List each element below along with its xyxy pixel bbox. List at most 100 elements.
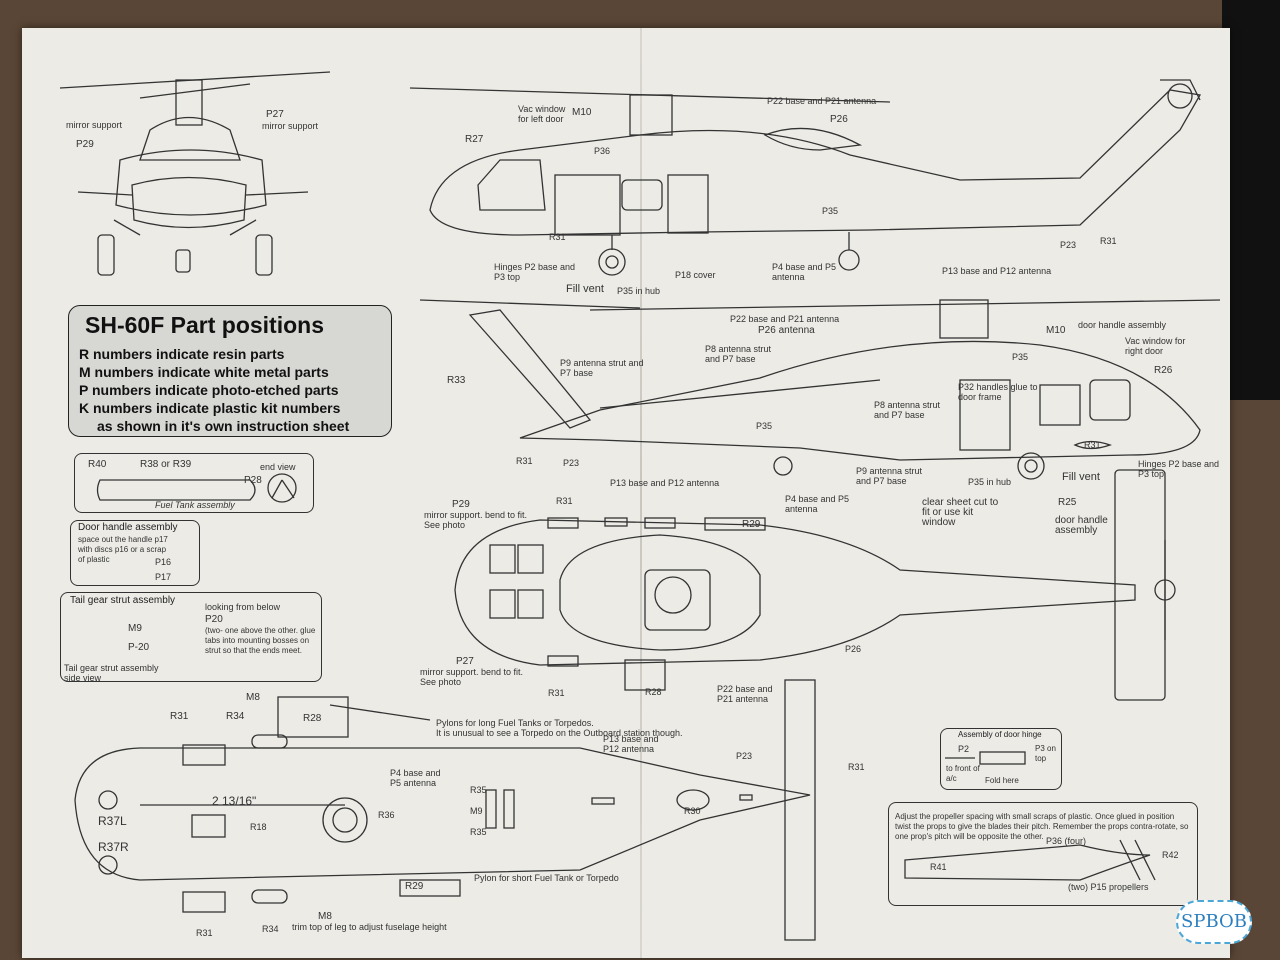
label-p8: P8 antenna strut and P7 base <box>705 344 772 364</box>
dark-background-object <box>1222 0 1280 400</box>
label-hinge-front: to front of a/c <box>946 764 980 783</box>
label-p4-bottom: P4 base and P5 antenna <box>390 768 441 788</box>
label-p29: P29 <box>76 139 94 150</box>
label-hinges-left: Hinges P2 base and P3 top <box>494 262 576 282</box>
legend-title: SH-60F Part positions <box>85 312 324 338</box>
label-pylon-short: Pylon for short Fuel Tank or Torpedo <box>474 873 619 883</box>
label-r31-bottom-view: R31 <box>170 711 189 722</box>
label-r31-left: R31 <box>549 232 566 242</box>
label-r31-right-gear: R31 <box>1084 440 1101 450</box>
label-r29-bottom: R29 <box>405 881 424 892</box>
label-p18: P18 cover <box>675 270 716 280</box>
label-r31-right: R31 <box>516 456 533 466</box>
label-hinge-p3: P3 on top <box>1035 744 1056 763</box>
label-p29-text: mirror support. bend to fit. See photo <box>424 510 528 530</box>
door-hinge-drawing <box>945 751 1026 765</box>
legend-line-r: R numbers indicate resin parts <box>79 346 285 362</box>
label-p36-four: P36 (four) <box>1046 836 1087 846</box>
door-handle-title: Door handle assembly <box>78 522 178 533</box>
label-fill-vent-left: Fill vent <box>566 283 604 295</box>
label-mirror-support-left: mirror support <box>66 120 123 130</box>
label-r31-bottom-right: R31 <box>848 762 865 772</box>
label-r42: R42 <box>1162 850 1179 860</box>
label-m8-bottom: M8 <box>318 911 332 922</box>
legend-line-k: K numbers indicate plastic kit numbers <box>79 400 341 416</box>
top-view-drawing <box>454 469 1176 701</box>
label-clear-sheet: clear sheet cut to fit or use kit window <box>922 497 999 528</box>
right-side-view-drawing <box>419 299 1221 480</box>
label-r35-bottom: R35 <box>470 827 487 837</box>
label-p26-right: P26 antenna <box>758 325 815 336</box>
instruction-sheet <box>22 28 1230 958</box>
legend-line-m: M numbers indicate white metal parts <box>79 364 329 380</box>
label-hinge-p2: P2 <box>958 744 970 754</box>
label-m10: M10 <box>572 107 592 118</box>
label-p22-top: P22 base and P21 antenna <box>717 684 773 704</box>
label-p27: P27 <box>266 109 284 120</box>
label-p29-top: P29 <box>452 499 470 510</box>
left-side-view-drawing <box>409 79 1202 276</box>
label-p23-bottom: P23 <box>736 751 753 761</box>
label-p32: P32 handles glue to door frame <box>958 382 1038 402</box>
label-end-view: end view <box>260 462 296 472</box>
label-r35-top: R35 <box>470 785 487 795</box>
legend-line-p: P numbers indicate photo-etched parts <box>79 382 339 398</box>
label-vac-window-left: Vac window for left door <box>518 104 566 124</box>
label-r28-bottom: R28 <box>303 713 322 724</box>
propeller-text: Adjust the propeller spacing with small … <box>895 812 1189 841</box>
door-handle-text: space out the handle p17 with discs p16 … <box>78 535 168 564</box>
door-hinge-box <box>940 728 1062 790</box>
fuel-tank-title: Fuel Tank assembly <box>155 500 235 510</box>
front-view-drawing <box>59 71 331 276</box>
label-p22-left: P22 base and P21 antenna <box>767 96 877 106</box>
label-trim: trim top of leg to adjust fuselage heigh… <box>292 922 447 932</box>
propeller-drawing <box>904 839 1156 881</box>
label-pylons: Pylons for long Fuel Tanks or Torpedos. <box>436 718 594 728</box>
label-p16: P16 <box>155 557 172 567</box>
label-p13-bottom: P13 base and P12 antenna <box>603 734 659 754</box>
label-m9-tail: M9 <box>128 623 142 634</box>
fuel-tank-box <box>74 453 314 513</box>
label-p28: P28 <box>244 475 262 486</box>
label-r31-top-view: R31 <box>556 496 573 506</box>
label-r34-top: R34 <box>226 711 245 722</box>
label-p17: P17 <box>155 572 172 582</box>
door-handle-box <box>70 520 200 586</box>
watermark-logo: SPBOB <box>1176 900 1252 944</box>
label-r31-top-view-bottom: R31 <box>548 688 565 698</box>
label-p9-top: P9 antenna strut and P7 base <box>560 358 644 378</box>
label-fill-vent-right: Fill vent <box>1062 471 1100 483</box>
label-m9-bottom: M9 <box>470 806 483 816</box>
label-vac-window-right: Vac window for right door <box>1125 336 1186 356</box>
label-r37l: R37L <box>98 814 127 828</box>
sheet-fold-line <box>640 28 642 958</box>
label-p4-right: P4 base and P5 antenna <box>785 494 850 514</box>
label-r28-top: R28 <box>645 687 662 697</box>
label-r36: R36 <box>378 810 395 820</box>
label-r18: R18 <box>250 822 267 832</box>
label-r33: R33 <box>447 375 466 386</box>
label-p4-left: P4 base and P5 antenna <box>772 262 837 282</box>
label-pylons-2: It is unusual to see a Torpedo on the Ou… <box>436 728 683 738</box>
label-r30: R30 <box>684 806 701 816</box>
label-r37r: R37R <box>98 840 129 854</box>
label-p23-left: P23 <box>1060 240 1077 250</box>
label-p35-hub-right: P35 in hub <box>968 477 1012 487</box>
label-door-handle-right: door handle assembly <box>1078 320 1167 330</box>
label-p13-right: P13 base and P12 antenna <box>610 478 720 488</box>
label-looking-below: looking from below <box>205 602 281 612</box>
label-m10-right: M10 <box>1046 325 1066 336</box>
fuel-tank-drawing <box>96 473 297 503</box>
propeller-box <box>888 802 1198 906</box>
label-p35-right-lower: P35 <box>756 421 773 431</box>
label-p26-left: P26 <box>830 114 848 125</box>
label-p35-right: P35 <box>1012 352 1029 362</box>
label-mirror-support-right: mirror support <box>262 121 319 131</box>
label-hinges-right: Hinges P2 base and P3 top <box>1138 459 1220 479</box>
label-p22-right: P22 base and P21 antenna <box>730 314 840 324</box>
label-door-handle-top: door handle assembly <box>1055 515 1108 536</box>
label-r31-left-tail: R31 <box>1100 236 1117 246</box>
label-p35-left: P35 <box>822 206 839 216</box>
label-p13-left: P13 base and P12 antenna <box>942 266 1052 276</box>
